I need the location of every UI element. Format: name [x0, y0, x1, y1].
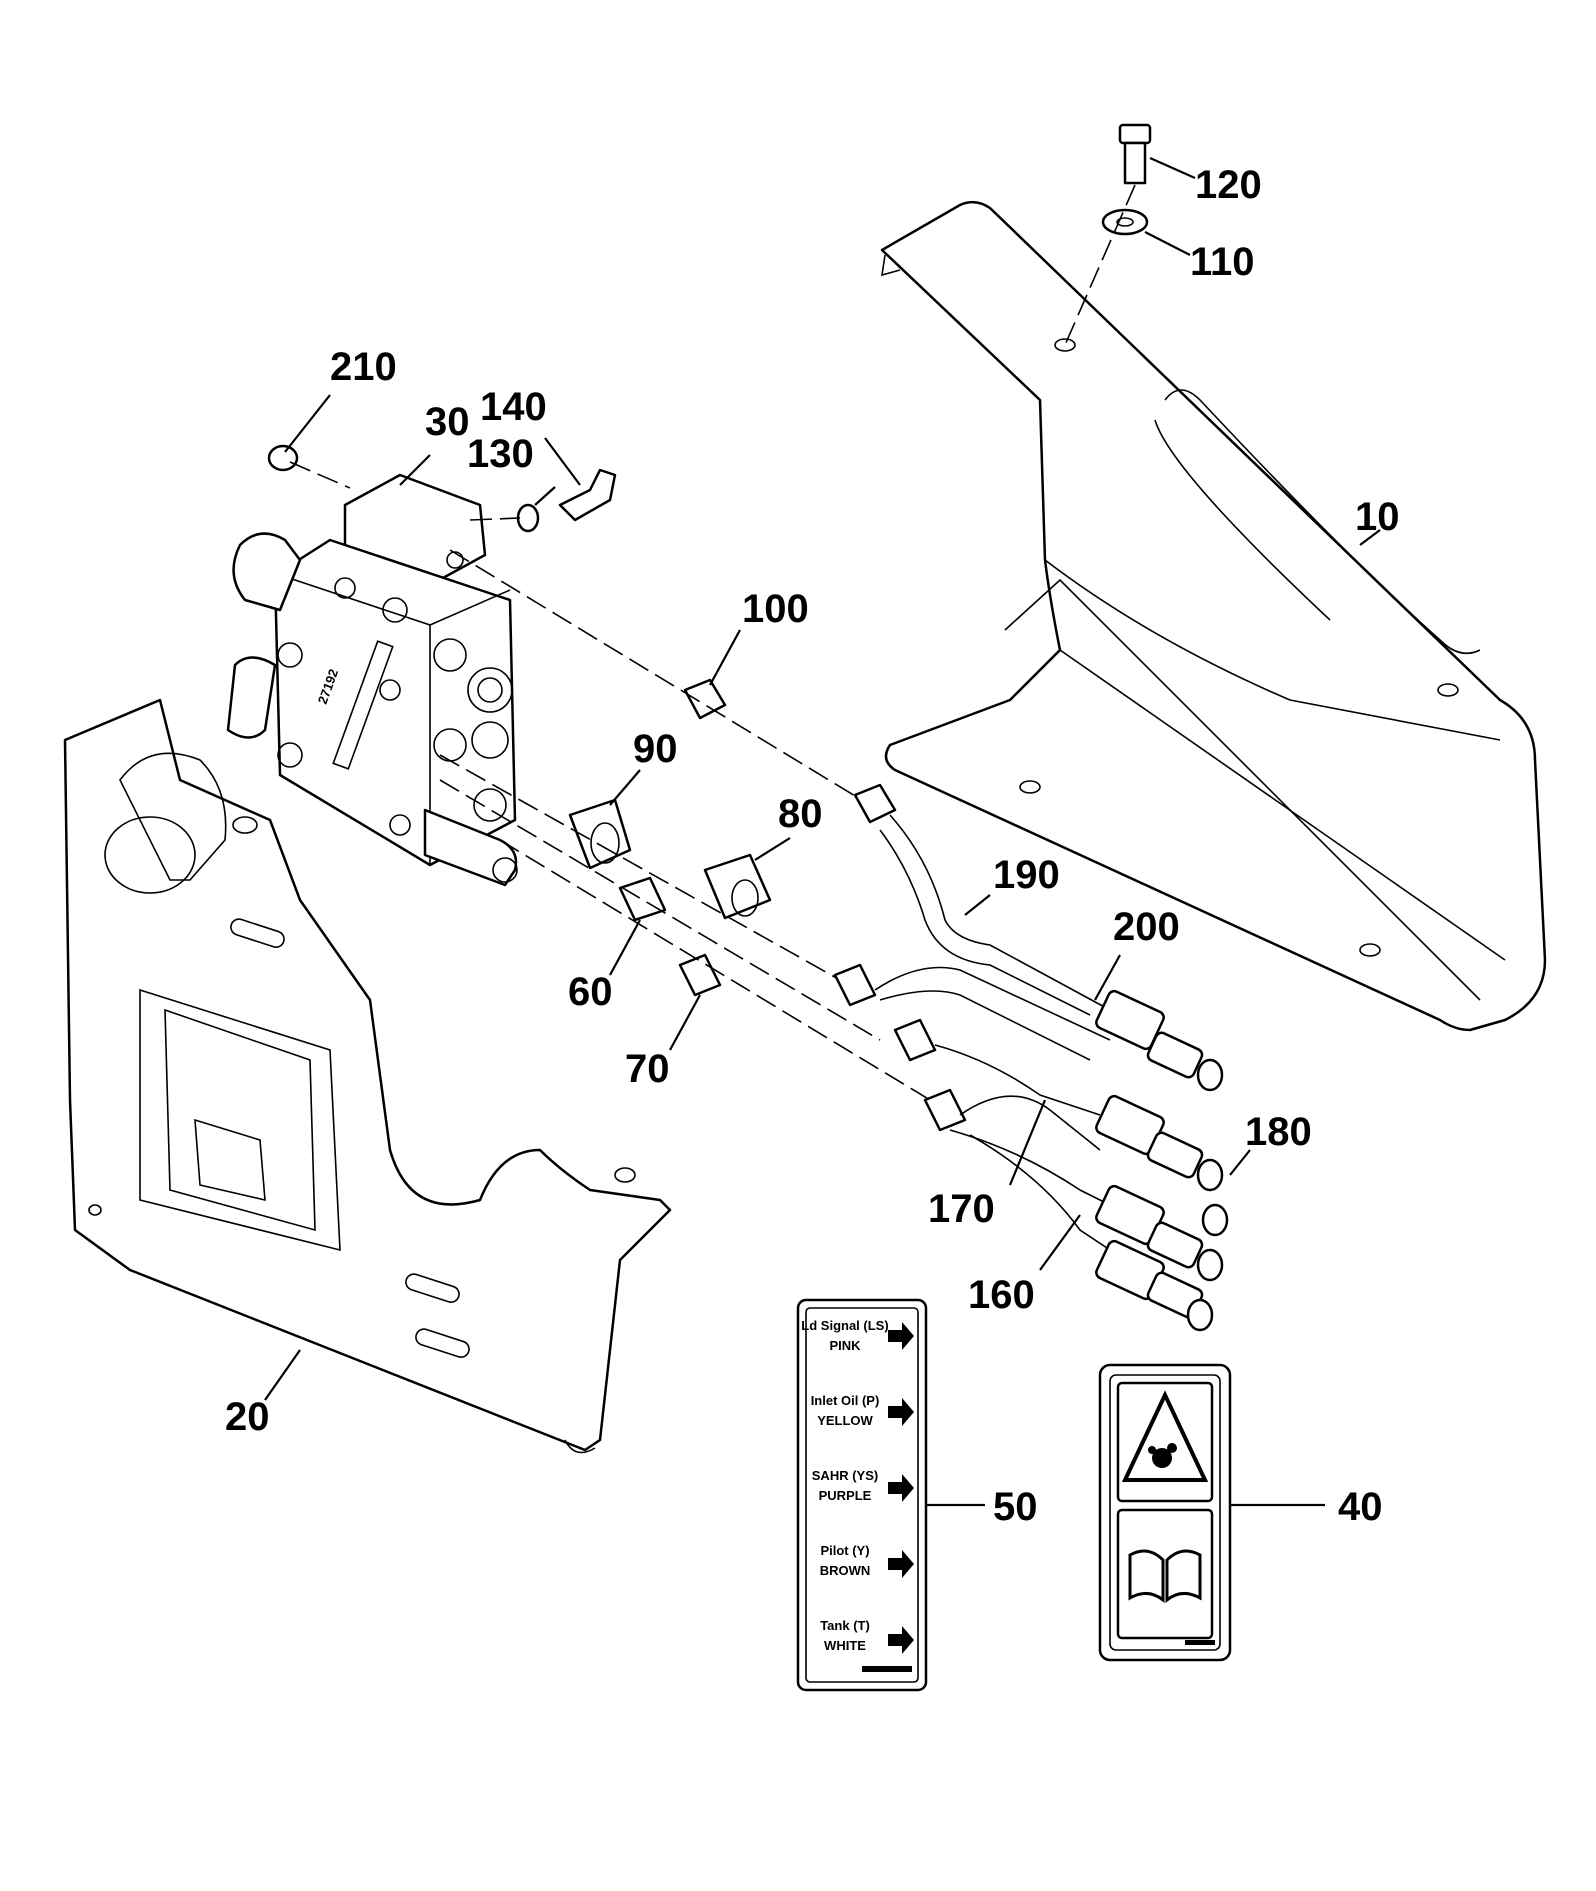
callout-210: 210 — [330, 345, 397, 389]
arrow-right-icon — [888, 1398, 914, 1426]
fitting-part-100 — [683, 678, 727, 720]
callout-50: 50 — [993, 1485, 1038, 1529]
decal-50-row-2-line1: Inlet Oil (P) — [811, 1393, 880, 1408]
callout-60: 60 — [568, 970, 613, 1014]
callout-130: 130 — [467, 432, 534, 476]
decal-50-row-1-line1: Ld Signal (LS) — [801, 1318, 888, 1333]
callout-70: 70 — [625, 1047, 670, 1091]
callout-30: 30 — [425, 400, 470, 444]
washer-part-110 — [1101, 208, 1149, 236]
explosion-warning-icon — [1121, 1390, 1209, 1482]
leader-lines — [264, 156, 1381, 1507]
fitting-part-90 — [568, 798, 632, 870]
decal-50-row-1-line2: PINK — [829, 1338, 861, 1353]
decal-50-row-4: Pilot (Y) BROWN — [820, 1543, 914, 1578]
callout-180: 180 — [1245, 1110, 1312, 1154]
decal-50-row-5-line2: WHITE — [824, 1638, 866, 1653]
mount-plate-part-20 — [63, 698, 672, 1454]
bolt-part-140 — [558, 468, 617, 522]
decal-50-row-5: Tank (T) WHITE — [820, 1618, 914, 1654]
hose-assembly — [833, 783, 1229, 1332]
decal-50-row-5-line1: Tank (T) — [820, 1618, 870, 1633]
callout-120: 120 — [1195, 163, 1262, 207]
arrow-right-icon — [888, 1322, 914, 1350]
decal-50-row-3-line1: SAHR (YS) — [812, 1468, 878, 1483]
decal-50-row-1: Ld Signal (LS) PINK — [801, 1318, 914, 1353]
valve-block-part-30: 27192 — [226, 473, 518, 887]
callout-190: 190 — [993, 853, 1060, 897]
callout-40: 40 — [1338, 1485, 1383, 1529]
arrow-right-icon — [888, 1626, 914, 1654]
callout-140: 140 — [480, 385, 547, 429]
decal-50-row-2: Inlet Oil (P) YELLOW — [811, 1393, 914, 1428]
arrow-right-icon — [888, 1474, 914, 1502]
washer-part-130 — [516, 503, 540, 533]
arrow-right-icon — [888, 1550, 914, 1578]
callout-170: 170 — [928, 1187, 995, 1231]
manual-book-icon — [1128, 1549, 1202, 1604]
decal-50-row-4-line2: BROWN — [820, 1563, 871, 1578]
shield-part-10 — [880, 200, 1547, 1032]
callout-10: 10 — [1355, 495, 1400, 539]
plug-part-210 — [267, 444, 299, 472]
callout-110: 110 — [1190, 240, 1255, 284]
decal-50-row-2-line2: YELLOW — [817, 1413, 873, 1428]
decal-part-50 — [796, 1298, 928, 1692]
bolt-part-120 — [1118, 123, 1152, 185]
callout-80: 80 — [778, 792, 823, 836]
callouts: 120 110 10 210 30 140 130 100 90 80 190 … — [225, 163, 1400, 1529]
callout-90: 90 — [633, 727, 678, 771]
fitting-part-70 — [678, 953, 722, 997]
fitting-part-60 — [618, 876, 667, 922]
decal-part-40 — [1098, 1363, 1232, 1662]
callout-20: 20 — [225, 1395, 270, 1439]
decal-40-part-number-strip — [1185, 1640, 1215, 1645]
decal-50-row-3-line2: PURPLE — [819, 1488, 872, 1503]
callout-200: 200 — [1113, 905, 1180, 949]
fitting-part-80 — [703, 853, 772, 920]
callout-100: 100 — [742, 587, 809, 631]
decal-50-part-number-strip — [862, 1666, 912, 1672]
callout-160: 160 — [968, 1273, 1035, 1317]
decal-50-row-4-line1: Pilot (Y) — [820, 1543, 869, 1558]
decal-50-row-3: SAHR (YS) PURPLE — [812, 1468, 914, 1503]
